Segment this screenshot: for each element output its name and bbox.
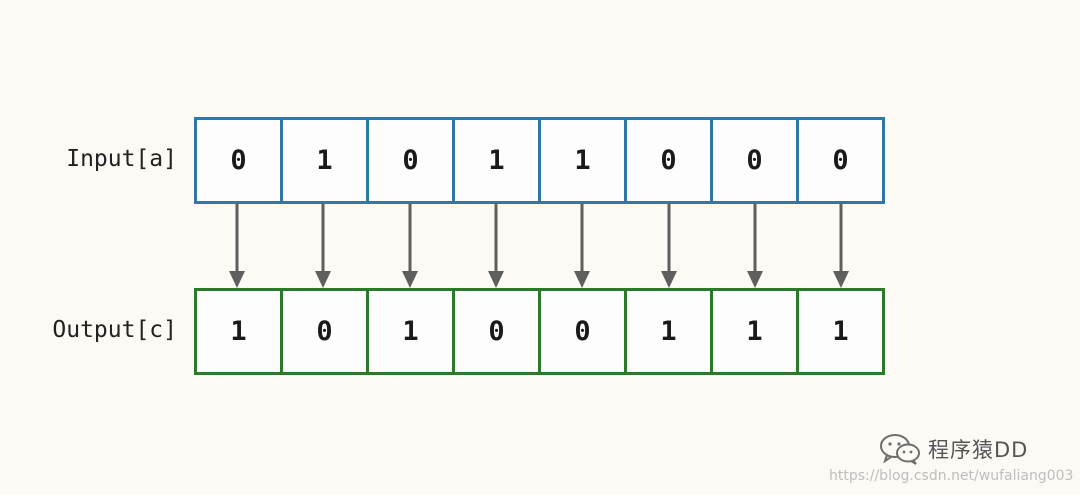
arrow-3	[488, 204, 504, 288]
input-bit-cell: 1	[452, 117, 538, 204]
watermark-name: 程序猿DD	[928, 438, 1029, 462]
input-row-label: Input[a]	[66, 146, 177, 172]
arrow-7	[833, 204, 849, 288]
output-bit-cell: 0	[280, 288, 366, 375]
watermark-url: https://blog.csdn.net/wufaliang003	[829, 468, 1074, 484]
output-bit-cell: 1	[194, 288, 280, 375]
wechat-icon	[880, 434, 920, 465]
arrow-1	[315, 204, 331, 288]
input-bit-row: 0 1 0 1 1 0 0 0	[194, 117, 885, 204]
watermark: 程序猿DD	[878, 432, 1028, 466]
output-bit-cell: 0	[452, 288, 538, 375]
input-bit-cell: 0	[366, 117, 452, 204]
input-bit-cell: 0	[624, 117, 710, 204]
output-bit-cell: 1	[710, 288, 796, 375]
output-bit-cell: 1	[796, 288, 885, 375]
input-bit-cell: 1	[280, 117, 366, 204]
input-bit-cell: 0	[710, 117, 796, 204]
output-bit-row: 1 0 1 0 0 1 1 1	[194, 288, 885, 375]
arrow-0	[229, 204, 245, 288]
output-row-label: Output[c]	[52, 317, 177, 343]
input-bit-cell: 0	[796, 117, 885, 204]
input-bit-cell: 0	[194, 117, 280, 204]
arrow-6	[747, 204, 763, 288]
arrow-4	[574, 204, 590, 288]
output-bit-cell: 1	[366, 288, 452, 375]
output-bit-cell: 0	[538, 288, 624, 375]
arrow-5	[661, 204, 677, 288]
output-bit-cell: 1	[624, 288, 710, 375]
arrow-2	[402, 204, 418, 288]
input-bit-cell: 1	[538, 117, 624, 204]
